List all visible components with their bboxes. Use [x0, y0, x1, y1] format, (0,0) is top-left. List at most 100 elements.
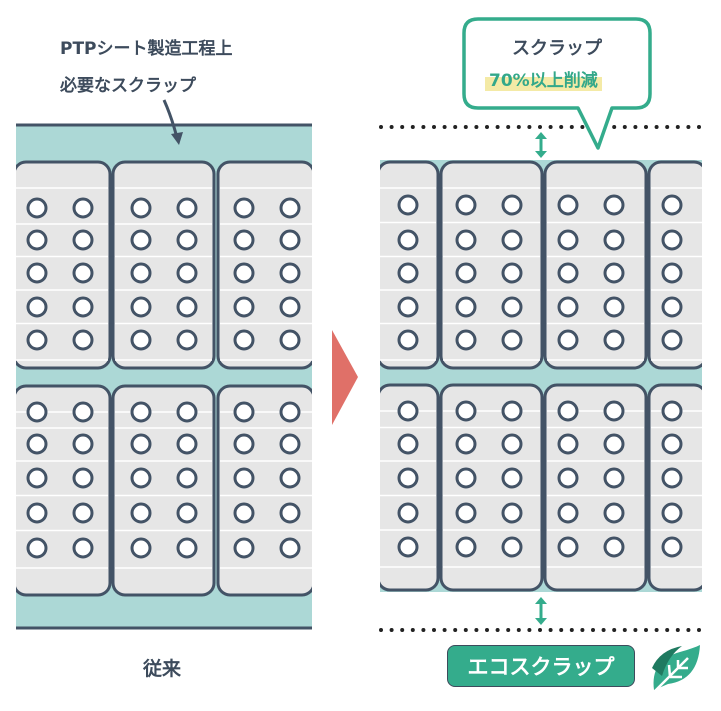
- pointer-arrow-head-icon: [171, 132, 183, 145]
- conventional-pocket: [130, 401, 152, 423]
- conventional-pocket: [26, 262, 48, 284]
- eco-pocket: [603, 400, 625, 422]
- transition-arrow-icon: [332, 330, 358, 425]
- eco-pocket: [397, 433, 419, 455]
- eco-scrap-badge: エコスクラップ: [447, 645, 635, 687]
- leaf-back-icon: [652, 646, 682, 676]
- right-mask: [360, 140, 380, 610]
- eco-pocket: [455, 296, 477, 318]
- eco-pocket: [397, 467, 419, 489]
- eco-pocket: [603, 502, 625, 524]
- conventional-pocket: [233, 197, 255, 219]
- eco-pocket: [397, 194, 419, 216]
- conventional-pocket: [176, 401, 198, 423]
- conventional-pocket: [26, 467, 48, 489]
- eco-pocket: [557, 229, 579, 251]
- callout-title: スクラップ: [512, 38, 602, 59]
- conventional-pocket: [72, 229, 94, 251]
- conventional-pocket: [176, 262, 198, 284]
- eco-pocket: [557, 296, 579, 318]
- conventional-pocket: [130, 296, 152, 318]
- conventional-pocket: [176, 229, 198, 251]
- eco-pocket: [397, 229, 419, 251]
- conventional-pocket: [233, 401, 255, 423]
- eco-pocket: [397, 400, 419, 422]
- conventional-pocket: [72, 197, 94, 219]
- eco-pocket: [557, 467, 579, 489]
- eco-pocket: [603, 536, 625, 558]
- conventional-pocket: [176, 296, 198, 318]
- conventional-pocket: [233, 329, 255, 351]
- eco-pocket: [501, 194, 523, 216]
- arrow-head-icon: [535, 597, 547, 604]
- conventional-pocket: [130, 467, 152, 489]
- eco-pocket: [557, 329, 579, 351]
- conventional-pocket: [233, 229, 255, 251]
- conventional-pocket: [279, 197, 301, 219]
- conventional-pocket: [26, 197, 48, 219]
- arrow-head-icon: [535, 151, 547, 158]
- conventional-pocket: [72, 296, 94, 318]
- conventional-pocket: [233, 467, 255, 489]
- left-mask: [0, 110, 16, 640]
- eco-pocket: [455, 467, 477, 489]
- eco-pocket: [397, 502, 419, 524]
- arrow-head-icon: [535, 618, 547, 625]
- right-mask: [702, 140, 721, 610]
- eco-pocket: [603, 433, 625, 455]
- conventional-pocket: [233, 262, 255, 284]
- leaf-vein-icon: [649, 657, 689, 697]
- eco-pocket: [501, 262, 523, 284]
- annotation-line2: 必要なスクラップ: [60, 76, 196, 96]
- conventional-pocket: [26, 329, 48, 351]
- eco-pocket: [501, 329, 523, 351]
- conventional-pocket: [72, 537, 94, 559]
- conventional-pocket: [26, 433, 48, 455]
- eco-pocket: [661, 296, 683, 318]
- eco-pocket: [501, 296, 523, 318]
- eco-pocket: [501, 467, 523, 489]
- conventional-pocket: [130, 329, 152, 351]
- conventional-pocket: [72, 467, 94, 489]
- eco-pocket: [557, 400, 579, 422]
- eco-pocket: [501, 536, 523, 558]
- conventional-pocket: [72, 401, 94, 423]
- eco-pocket: [603, 262, 625, 284]
- conventional-pocket: [279, 537, 301, 559]
- conventional-blister-card: [216, 384, 316, 597]
- eco-pocket: [455, 536, 477, 558]
- eco-blister-card: [439, 383, 544, 592]
- conventional-pocket: [279, 502, 301, 524]
- conventional-pocket: [26, 229, 48, 251]
- conventional-pocket: [130, 537, 152, 559]
- eco-pocket: [455, 229, 477, 251]
- annotation-line1: PTPシート製造工程上: [60, 39, 233, 59]
- eco-pocket: [557, 194, 579, 216]
- conventional-pocket: [72, 433, 94, 455]
- eco-pocket: [397, 296, 419, 318]
- eco-pocket: [603, 229, 625, 251]
- conventional-blister-card: [111, 384, 216, 597]
- eco-pocket: [661, 502, 683, 524]
- eco-pocket: [661, 329, 683, 351]
- eco-pocket: [455, 262, 477, 284]
- conventional-pocket: [233, 296, 255, 318]
- eco-pocket: [501, 400, 523, 422]
- conventional-pocket: [176, 537, 198, 559]
- conventional-pocket: [130, 262, 152, 284]
- eco-pocket: [397, 262, 419, 284]
- conventional-pocket: [233, 433, 255, 455]
- conventional-pocket: [130, 229, 152, 251]
- conventional-pocket: [279, 401, 301, 423]
- conventional-caption: 従来: [143, 658, 182, 680]
- conventional-pocket: [26, 296, 48, 318]
- conventional-pocket: [130, 197, 152, 219]
- eco-pocket: [455, 433, 477, 455]
- eco-pocket: [661, 400, 683, 422]
- arrow-head-icon: [535, 132, 547, 139]
- eco-pocket: [661, 229, 683, 251]
- eco-pocket: [661, 433, 683, 455]
- eco-pocket: [501, 229, 523, 251]
